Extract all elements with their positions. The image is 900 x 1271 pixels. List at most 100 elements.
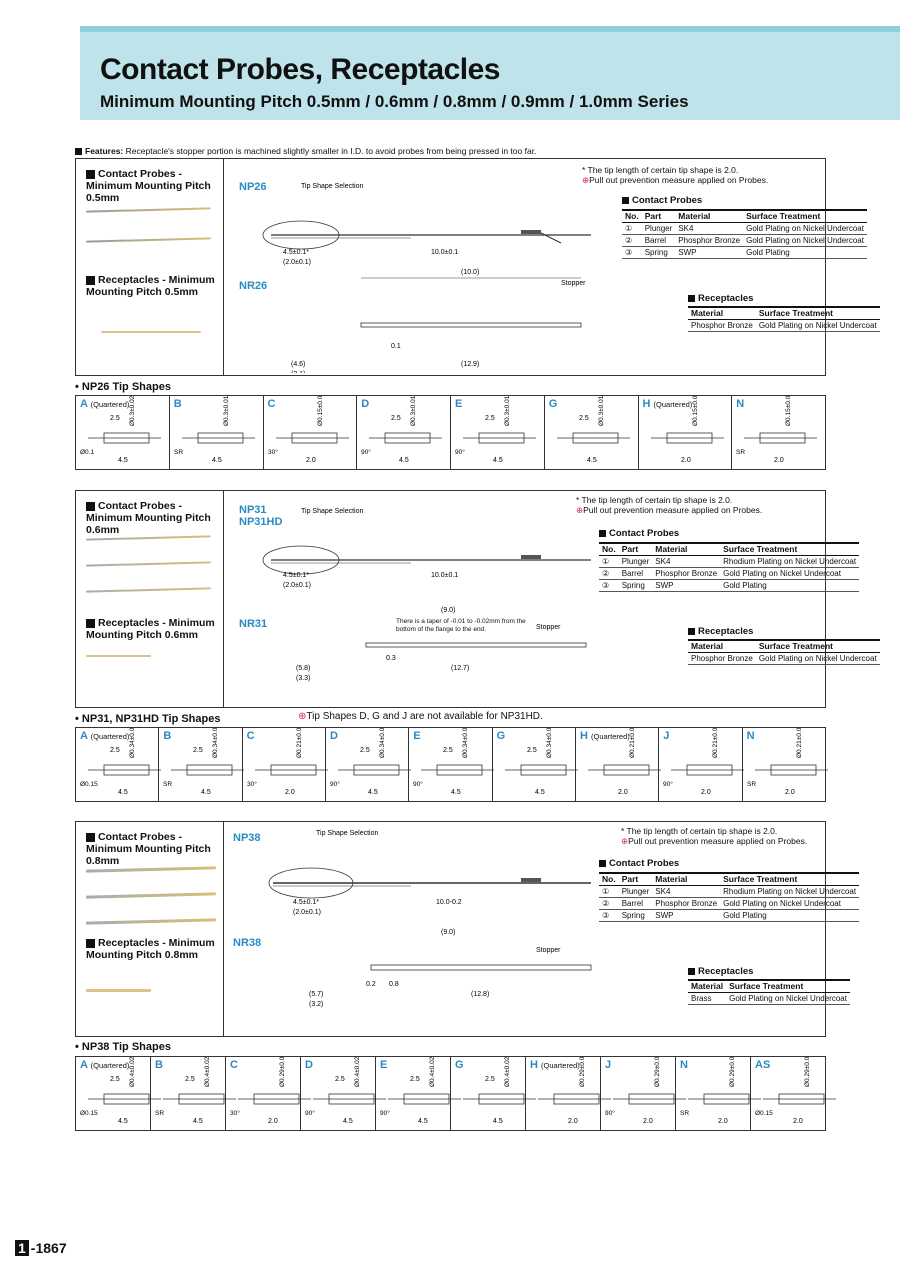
tip-selection-label: Tip Shape Selection [301, 183, 363, 190]
page-box: 1 [15, 1240, 29, 1256]
bullet-square-icon [75, 148, 82, 156]
tip-shape-drawing: Ø0.15±0.012.030° [268, 396, 349, 464]
cp-label: Contact Probes - Minimum Mounting Pitch … [86, 500, 223, 536]
page-title: Contact Probes, Receptacles [100, 53, 500, 86]
svg-text:4.5: 4.5 [535, 789, 545, 796]
tip-shape-letter: C [230, 1059, 238, 1071]
svg-text:Ø0.21±0.01: Ø0.21±0.01 [796, 728, 803, 758]
svg-text:(2.0±0.1): (2.0±0.1) [283, 582, 311, 589]
svg-text:4.5±0.1*: 4.5±0.1* [293, 899, 319, 906]
cp-label-text: Contact Probes - Minimum Mounting Pitch … [86, 500, 211, 536]
probe-photo [85, 587, 212, 593]
tip-shape-letter: AS [755, 1059, 771, 1071]
tip-shape-letter: N [746, 730, 755, 742]
svg-text:(3.3): (3.3) [296, 675, 310, 682]
model-nr31: NR31 [239, 618, 268, 630]
svg-text:Ø0.34±0.02: Ø0.34±0.02 [379, 728, 386, 758]
svg-text:4.5: 4.5 [212, 457, 222, 464]
np31hd-note: ⊕Tip Shapes D, G and J are not available… [298, 711, 543, 722]
svg-text:2.5: 2.5 [410, 1076, 420, 1083]
svg-text:4.5: 4.5 [118, 789, 128, 796]
tip-shape-drawing: Ø0.4±0.022.54.590° [305, 1057, 386, 1125]
tip-shape-drawing: Ø0.4±0.022.54.590° [380, 1057, 461, 1125]
features-label: Features: [85, 146, 124, 156]
svg-text:4.5: 4.5 [418, 1118, 428, 1125]
pull-prevention-icon: ⊕ [298, 711, 307, 722]
model-nr26: NR26 [239, 280, 268, 292]
tip-shape-drawing: Ø0.34±0.022.54.5 [504, 728, 578, 796]
svg-text:2.5: 2.5 [391, 415, 401, 422]
tip-shape-letter: H (Quartered) [642, 398, 693, 410]
model-np31: NP31 [239, 504, 267, 516]
probe-photo [85, 535, 212, 541]
svg-text:4.5: 4.5 [368, 789, 378, 796]
svg-text:90°: 90° [605, 1109, 615, 1117]
bullet-square-icon [688, 967, 695, 975]
svg-text:Ø0.34±0.02: Ø0.34±0.02 [546, 728, 553, 758]
page-number: 1-1867 [15, 1240, 67, 1256]
svg-text:10.0±0.1: 10.0±0.1 [431, 249, 458, 256]
tip-shape-drawing: Ø0.34±0.02 2.5 4.5 90° [330, 728, 411, 796]
svg-text:Ø0.3±0.01: Ø0.3±0.01 [223, 396, 230, 426]
bullet-square-icon [86, 938, 95, 948]
svg-text:Ø0.15: Ø0.15 [80, 781, 98, 788]
svg-text:(2.0±0.1): (2.0±0.1) [293, 909, 321, 916]
tip-shape-drawing: Ø0.34±0.022.54.590° [413, 728, 495, 796]
section-08mm: Contact Probes - Minimum Mounting Pitch … [75, 821, 860, 1037]
tip-shape-letter: B [155, 1059, 163, 1071]
svg-text:30°: 30° [247, 780, 257, 788]
tip-shape-letter: D [361, 398, 370, 410]
tip-shape-letter: C [267, 398, 276, 410]
svg-text:2.5: 2.5 [110, 1076, 120, 1083]
tip-shape-letter: J [663, 730, 670, 742]
svg-text:2.5: 2.5 [443, 747, 453, 754]
bullet-square-icon [688, 294, 695, 302]
tip-shape-drawing: Ø0.3±0.012.54.5 [556, 396, 630, 464]
tip-shape-drawing: Ø0.29±0.012.090° [605, 1057, 686, 1125]
bullet-square-icon [599, 859, 606, 867]
rc-table-title-text: Receptacles [698, 293, 754, 304]
tip-shape-drawing: Ø0.3±0.012.54.590° [455, 396, 536, 464]
svg-text:4.5: 4.5 [493, 1118, 503, 1125]
tip-shape-drawing: Ø0.34±0.022.54.5SR [163, 728, 245, 796]
svg-text:Ø0.15: Ø0.15 [80, 1110, 98, 1117]
rc-label: Receptacles - Minimum Mounting Pitch 0.6… [86, 617, 223, 641]
svg-text:2.0: 2.0 [643, 1118, 653, 1125]
svg-text:4.5±0.1*: 4.5±0.1* [283, 572, 309, 579]
bullet-square-icon [86, 501, 95, 511]
product-photos: Contact Probes - Minimum Mounting Pitch … [76, 822, 224, 1036]
model-np26: NP26 [239, 181, 267, 193]
svg-text:Stopper: Stopper [561, 280, 586, 287]
pull-note-text: Pull out prevention measure applied on P… [589, 175, 769, 185]
svg-text:2.5: 2.5 [193, 747, 203, 754]
cp-label: Contact Probes - Minimum Mounting Pitch … [86, 168, 223, 204]
svg-text:4.5: 4.5 [118, 1118, 128, 1125]
tip-shape-letter: A (Quartered) [80, 398, 130, 410]
svg-text:90°: 90° [330, 780, 340, 788]
cp-table-title: Contact Probes [599, 858, 679, 869]
svg-text:2.0: 2.0 [718, 1118, 728, 1125]
svg-text:2.5: 2.5 [485, 415, 495, 422]
svg-text:2.5: 2.5 [360, 747, 370, 754]
svg-text:Ø0.29±0.01: Ø0.29±0.01 [729, 1057, 736, 1087]
tip-shape-letter: C [246, 730, 255, 742]
receptacle-photo [101, 331, 201, 333]
svg-text:(4.6): (4.6) [291, 361, 305, 368]
svg-text:Ø0.21±0.01: Ø0.21±0.01 [712, 728, 719, 758]
tip-shape-letter: H (Quartered) [579, 730, 630, 742]
svg-text:2.0: 2.0 [268, 1118, 278, 1125]
svg-text:(5.8): (5.8) [296, 665, 310, 672]
